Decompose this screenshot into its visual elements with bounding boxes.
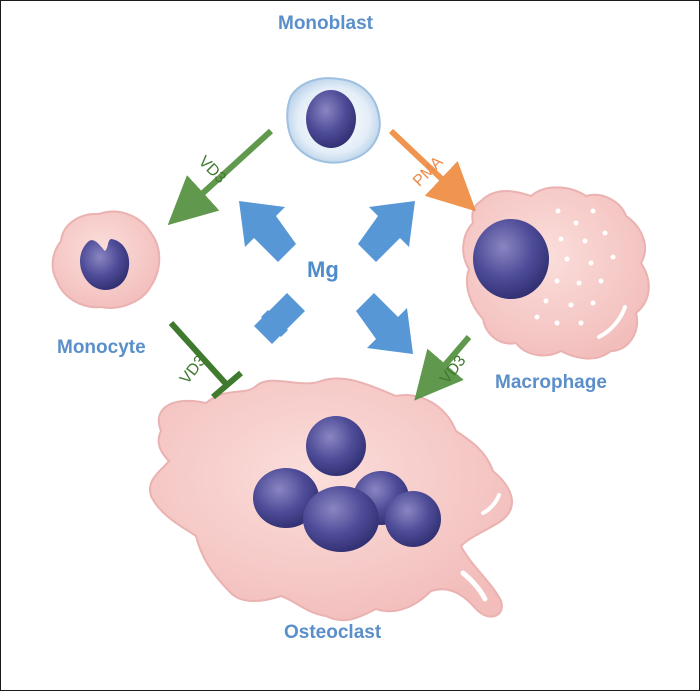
osteoclast-label: Osteoclast — [284, 622, 382, 643]
mg-label: Mg — [307, 257, 339, 282]
osteoclast-nucleus — [253, 468, 319, 528]
vd3-inhibitor-shaft — [168, 320, 230, 388]
vd3-inhibitor-bar — [211, 370, 243, 400]
mg-inhibit-bar — [261, 310, 288, 337]
osteoclast-highlight — [481, 493, 501, 515]
pma-arrow-to-macrophage — [388, 128, 477, 212]
mg-inhibit-shaft — [254, 293, 305, 344]
osteoclast-nucleus — [306, 416, 366, 476]
monocyte-cell — [51, 210, 161, 309]
macrophage-cell — [462, 186, 650, 360]
monoblast-cell — [286, 77, 381, 164]
monocyte-nucleus — [80, 239, 130, 290]
macrophage-granules — [534, 208, 616, 326]
macrophage-highlight — [597, 305, 627, 339]
monoblast-label: Monoblast — [278, 13, 373, 34]
macrophage-nucleus — [473, 219, 549, 299]
osteoclast-nucleus — [385, 491, 441, 547]
monocyte-label: Monocyte — [57, 337, 146, 358]
osteoclast-highlight — [460, 570, 488, 602]
mg-arrow-to-osteoclast — [356, 293, 413, 354]
monoblast-nucleus — [306, 90, 356, 148]
vd3-arrow-to-osteoclast — [414, 335, 472, 401]
mg-arrow-to-macrophage — [358, 201, 415, 262]
vd3-arrow-to-monocyte — [167, 128, 274, 226]
mg-arrow-to-monocyte — [239, 201, 296, 262]
macrophage-label: Macrophage — [495, 372, 607, 393]
osteoclast-nucleus — [303, 486, 379, 552]
osteoclast-cell — [149, 377, 513, 622]
mg-effect-arrows — [239, 201, 415, 354]
